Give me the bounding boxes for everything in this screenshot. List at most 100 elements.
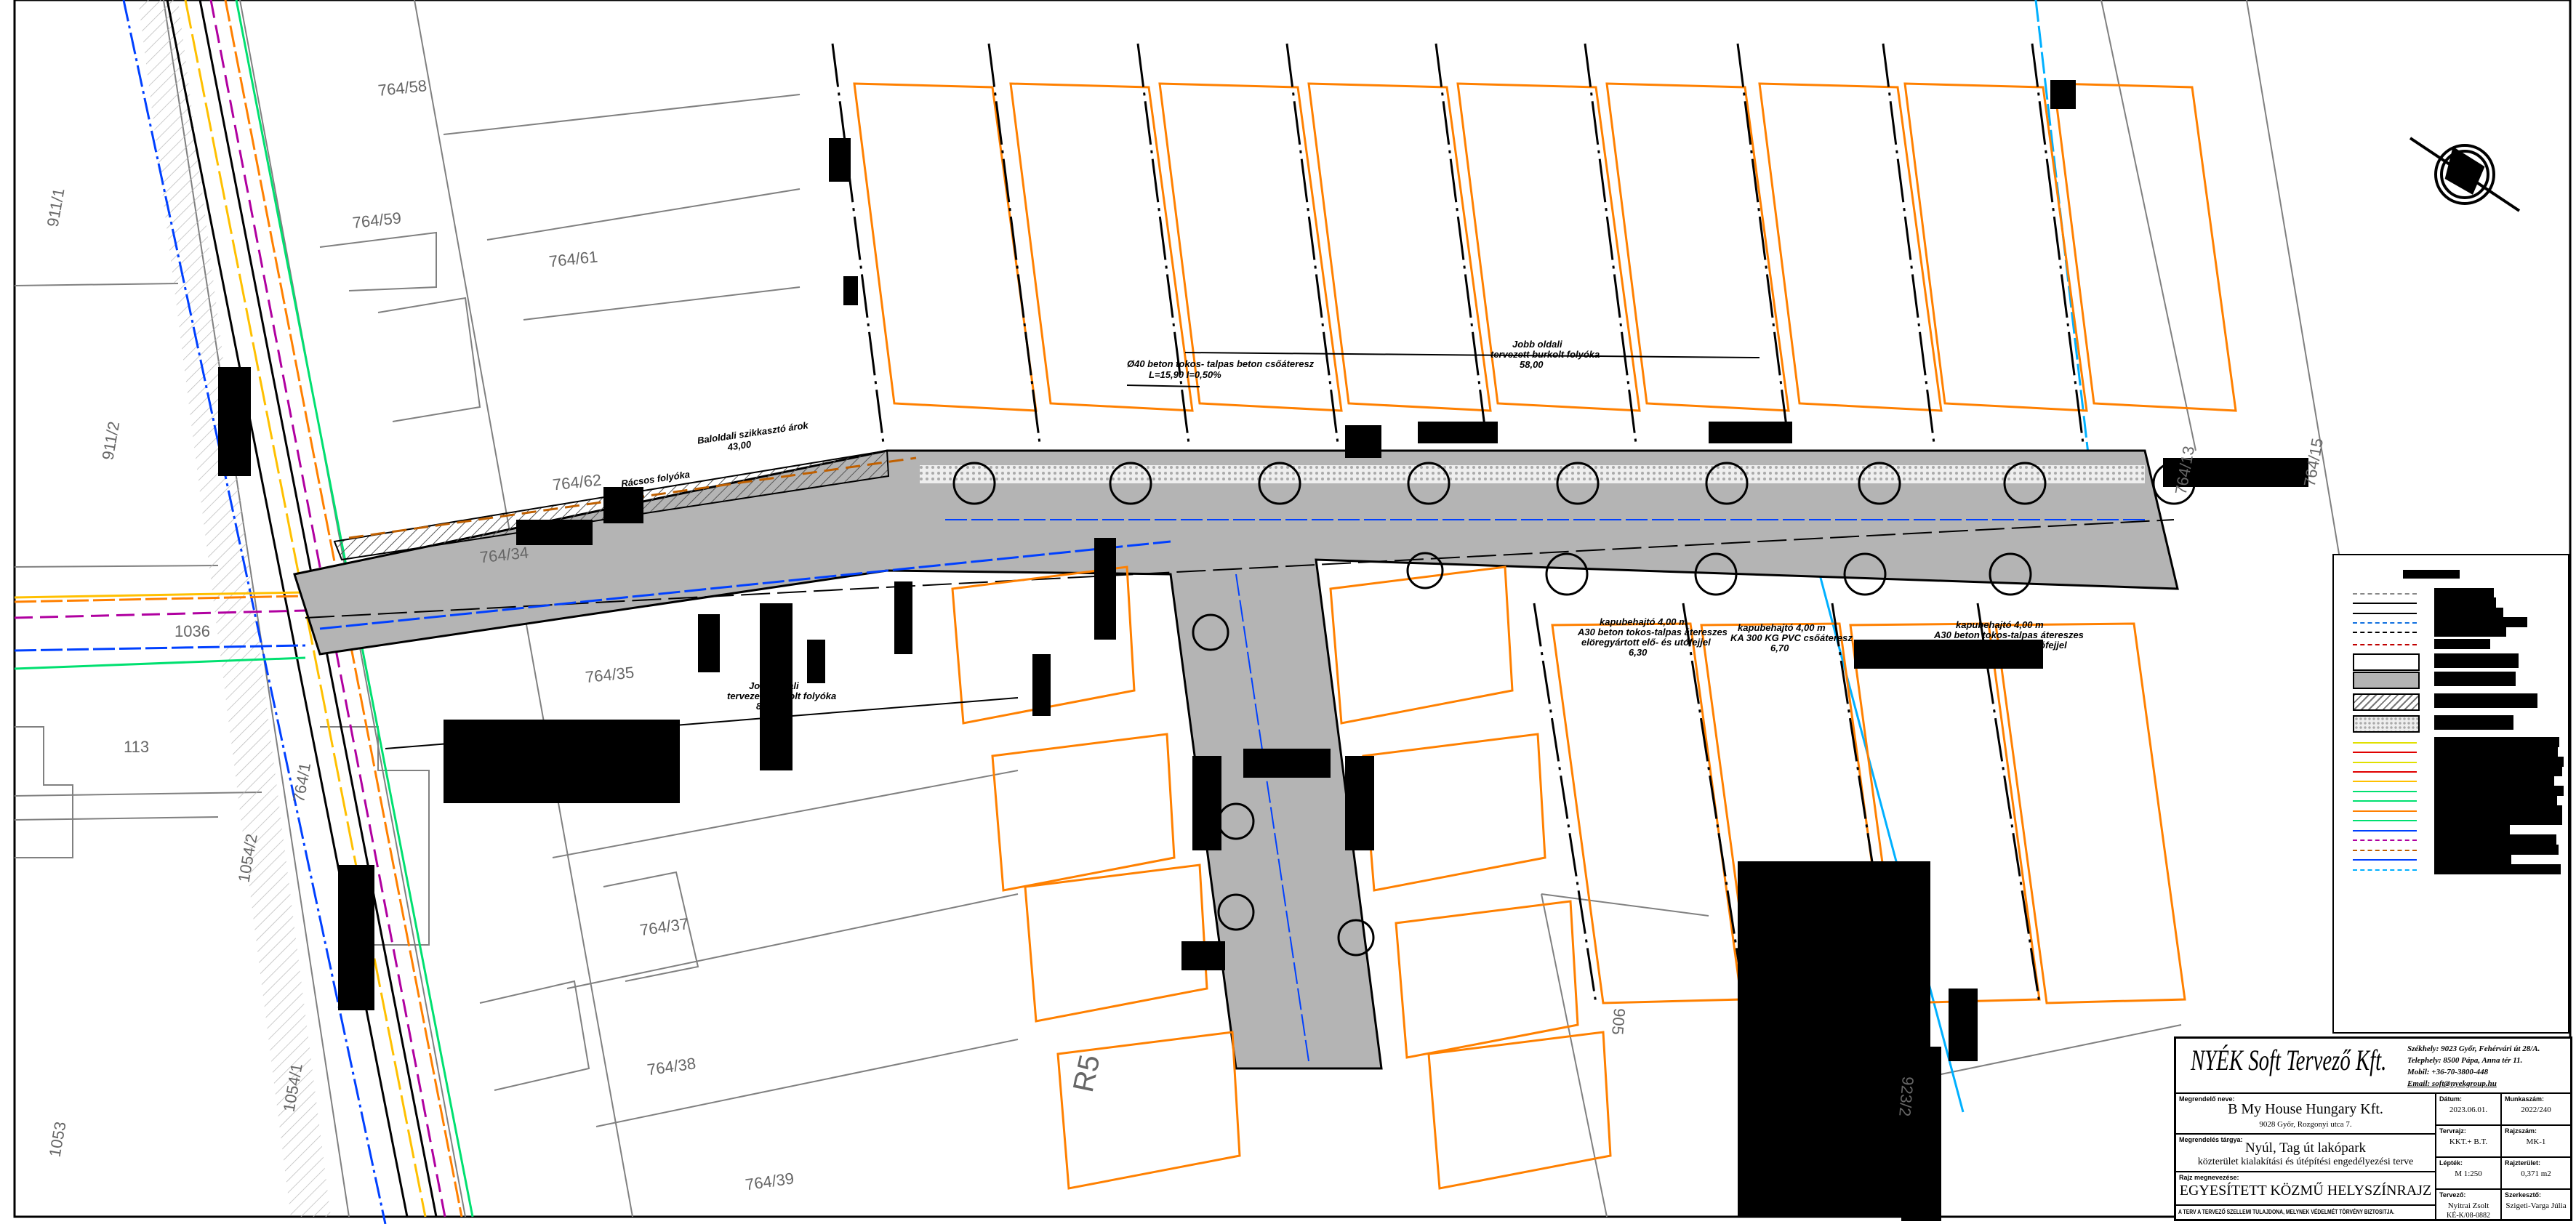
legend-swatch — [2353, 850, 2417, 851]
legend-item — [2334, 795, 2568, 805]
driveway-length: 6,30 — [1629, 647, 1648, 658]
subject-cell: Megrendelés tárgya: Nyúl, Tag út lakópar… — [2176, 1135, 2436, 1172]
manhole-icon — [1545, 552, 1589, 596]
manhole-icon — [1258, 462, 1301, 505]
dimension-line — [1184, 352, 1760, 358]
legend-swatch — [2353, 869, 2417, 871]
legend-label-redacted — [2434, 825, 2510, 835]
subject-title: Nyúl, Tag út lakópark — [2244, 1140, 2367, 1156]
legend-swatch — [2353, 632, 2417, 633]
drawing-name-cell: Rajz megnevezése: EGYESÍTETT KÖZMŰ HELYS… — [2176, 1172, 2436, 1206]
lot-outline — [1903, 82, 2088, 412]
lot-outline — [1605, 82, 1790, 412]
legend-item — [2334, 776, 2568, 786]
manhole-icon — [1705, 462, 1749, 505]
lot-division — [1882, 43, 1935, 444]
legend-label-redacted — [2434, 588, 2494, 598]
legend-title-redacted — [2403, 570, 2460, 579]
legend-label-redacted — [2434, 795, 2557, 805]
legend-swatch — [2353, 672, 2420, 689]
legend-label-redacted — [2434, 805, 2562, 816]
lot-outline — [1456, 82, 1641, 412]
editor-caption: Szerkesztő: — [2505, 1191, 2542, 1199]
lot-outline — [1994, 622, 2186, 1004]
lot-outline — [991, 733, 1176, 892]
gutter-annotation: tervezett burkolt folyóka — [1490, 349, 1600, 360]
legend-label-redacted — [2434, 653, 2519, 668]
manhole-icon — [1843, 552, 1887, 596]
parcel-label: 1036 — [174, 622, 210, 640]
redacted-labels — [218, 80, 2308, 1221]
legend-label-redacted — [2434, 864, 2561, 874]
legend-swatch — [2353, 820, 2417, 821]
job-caption: Munkaszám: — [2505, 1095, 2545, 1103]
gutter-annotation: Jobb oldali — [749, 680, 799, 691]
lot-division — [1831, 603, 1895, 1004]
lot-outline — [1024, 863, 1208, 1023]
driveway-annotation: A30 beton tokos-talpas átereszes — [1577, 627, 1728, 637]
lot-outline — [1307, 82, 1492, 412]
legend-item — [2334, 864, 2568, 874]
legend-label-redacted — [2434, 786, 2564, 796]
lot-division — [1976, 603, 2041, 1004]
road-centerline — [305, 519, 2175, 619]
driveway-length: 6,30 — [1978, 650, 1997, 661]
scale-cell: Lépték:M 1:250 — [2436, 1158, 2502, 1190]
legend-panel — [2332, 554, 2569, 1034]
north-arrow-icon — [2409, 137, 2521, 212]
area-cell: Rajzterület:0,371 m2 — [2502, 1158, 2570, 1190]
road-label: R5 — [1067, 1052, 1107, 1095]
lot-outline — [2053, 82, 2237, 412]
lot-division — [1533, 603, 1597, 1004]
dimension-line — [385, 697, 1019, 749]
lot-outline — [1056, 1031, 1241, 1190]
water-branch — [1235, 573, 1309, 1062]
legend-item — [2334, 608, 2568, 618]
main-road-pavement — [293, 449, 2179, 1070]
parcel-label: 905 — [1608, 1007, 1629, 1036]
driveway-length: 6,70 — [1770, 643, 1789, 653]
legend-item — [2334, 786, 2568, 796]
culvert-annotation: Ø40 beton tokos- talpas beton csőáteresz — [1127, 358, 1315, 369]
parcel-label: 113 — [124, 738, 149, 756]
legend-item — [2334, 672, 2568, 689]
legend-swatch — [2353, 781, 2417, 782]
scale-value: M 1:250 — [2455, 1169, 2482, 1178]
lot-outline — [1758, 82, 1943, 412]
legend-item — [2334, 757, 2568, 767]
legend-item — [2334, 805, 2568, 816]
manhole-icon — [1694, 552, 1738, 596]
legend-swatch — [2353, 715, 2420, 733]
date-cell: Dátum:2023.06.01. — [2436, 1094, 2502, 1126]
legend-item — [2334, 693, 2568, 711]
drafter-cell: Tervrajz:KKT.+ B.T. — [2436, 1126, 2502, 1158]
job-value: 2022/240 — [2521, 1106, 2551, 1114]
legend-swatch — [2353, 800, 2417, 802]
legend-swatch — [2353, 603, 2417, 604]
subject-caption: Megrendelés tárgya: — [2179, 1136, 2243, 1143]
company-mobile: Mobil: +36-70-3800-448 — [2407, 1068, 2489, 1076]
legend-swatch — [2353, 742, 2417, 744]
legend-swatch — [2353, 613, 2417, 614]
lot-division — [2031, 43, 2085, 444]
lot-outline — [1329, 565, 1514, 725]
lot-division-lines — [831, 43, 2085, 1004]
legend-swatch — [2353, 593, 2417, 595]
manhole-icon — [1989, 552, 2032, 596]
drafter-value: KKT.+ B.T. — [2449, 1138, 2488, 1146]
legend-item — [2334, 715, 2568, 733]
company-seat: Székhely: 9023 Győr, Fehérvári út 28/A. — [2407, 1044, 2540, 1053]
gutter-dotted-area — [920, 465, 2145, 483]
legend-item — [2334, 845, 2568, 855]
legend-item — [2334, 588, 2568, 598]
lot-division — [987, 43, 1041, 444]
ditch-length: 43,00 — [726, 438, 753, 453]
client-name: B My House Hungary Kft. — [2228, 1101, 2383, 1117]
legend-swatch — [2353, 762, 2417, 763]
legend-label-redacted — [2434, 815, 2562, 825]
legend-swatch — [2353, 771, 2417, 773]
sheet-cell: Rajzszám:MK-1 — [2502, 1126, 2570, 1158]
lot-division — [831, 43, 885, 444]
water-main — [319, 540, 1171, 630]
